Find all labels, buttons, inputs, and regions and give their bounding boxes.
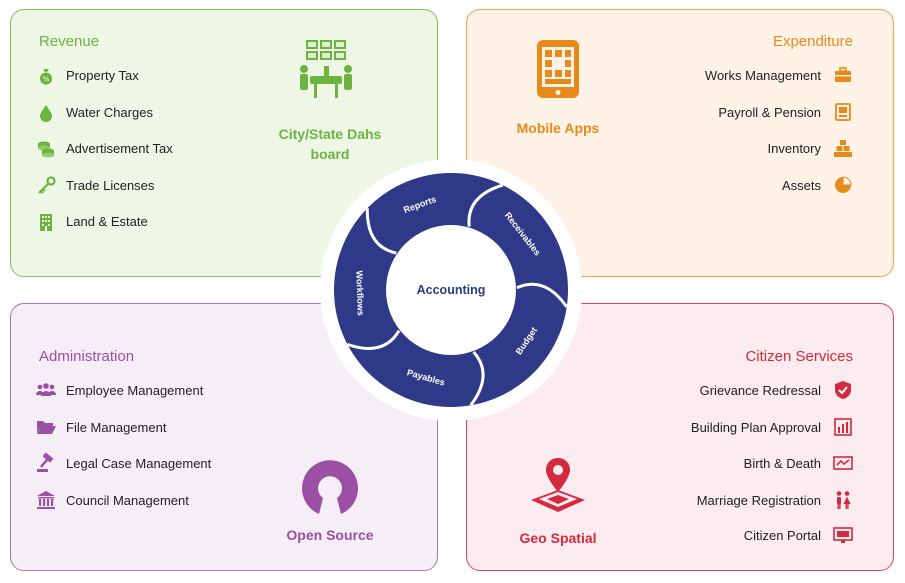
expenditure-item-payroll-pension[interactable]: Payroll & Pension bbox=[718, 105, 821, 120]
administration-item-file-management[interactable]: File Management bbox=[66, 420, 167, 435]
dashboard-meeting-icon bbox=[298, 38, 358, 100]
revenue-item-water-charges[interactable]: Water Charges bbox=[66, 105, 153, 120]
revenue-item-trade-licenses[interactable]: Trade Licenses bbox=[66, 178, 155, 193]
feature-mobile-apps: Mobile Apps bbox=[516, 120, 600, 136]
citizen-services-title: Citizen Services bbox=[745, 348, 853, 365]
wheel-separator bbox=[365, 208, 397, 255]
expenditure-item-works-management[interactable]: Works Management bbox=[704, 68, 821, 83]
wheel-center-disc bbox=[386, 225, 516, 355]
administration-title: Administration bbox=[39, 348, 135, 365]
water-drop-icon bbox=[36, 103, 56, 123]
expenditure-title: Expenditure bbox=[772, 33, 853, 50]
feature-city-dashboard-line1: City/State Dahs bbox=[278, 126, 382, 142]
feature-city-dashboard-line2: board bbox=[310, 146, 350, 162]
gavel-icon bbox=[36, 453, 56, 473]
citizen-item-citizen-portal[interactable]: Citizen Portal bbox=[743, 528, 821, 543]
couple-icon bbox=[833, 490, 853, 510]
citizen-item-grievance-redressal[interactable]: Grievance Redressal bbox=[699, 383, 821, 398]
citizen-item-birth-death[interactable]: Birth & Death bbox=[743, 456, 821, 471]
portal-monitor-icon bbox=[833, 525, 853, 545]
revenue-title: Revenue bbox=[39, 33, 100, 50]
certificate-icon bbox=[833, 453, 853, 473]
building-plan-icon bbox=[833, 417, 853, 437]
citizen-item-marriage-registration[interactable]: Marriage Registration bbox=[696, 493, 821, 508]
feature-open-source: Open Source bbox=[286, 527, 374, 543]
wheel-segment-label-workflows[interactable]: Workflows bbox=[354, 270, 366, 316]
pie-chart-icon bbox=[833, 175, 853, 195]
coins-icon bbox=[36, 139, 56, 159]
wheel-separator bbox=[516, 282, 569, 308]
wheel-separator bbox=[469, 351, 485, 407]
administration-item-legal-case-management[interactable]: Legal Case Management bbox=[66, 456, 212, 471]
wheel-separator bbox=[346, 329, 401, 350]
wheel-separator bbox=[467, 183, 504, 227]
revenue-item-advertisement-tax[interactable]: Advertisement Tax bbox=[66, 141, 173, 156]
expenditure-item-inventory[interactable]: Inventory bbox=[767, 141, 821, 156]
open-source-logo-icon bbox=[301, 458, 359, 518]
payroll-icon bbox=[833, 102, 853, 122]
wheel-center-label: Accounting bbox=[417, 283, 486, 297]
stacked-boxes-icon bbox=[833, 138, 853, 158]
svg-text:%: % bbox=[43, 76, 50, 84]
key-icon bbox=[36, 176, 56, 196]
revenue-item-property-tax[interactable]: Property Tax bbox=[66, 68, 139, 83]
expenditure-item-assets[interactable]: Assets bbox=[781, 178, 821, 193]
geo-map-pin-icon bbox=[527, 456, 589, 518]
folder-open-icon bbox=[36, 417, 56, 437]
building-icon bbox=[36, 212, 56, 232]
feature-city-dashboard: City/State Dahs board bbox=[260, 124, 400, 164]
administration-item-employee-management[interactable]: Employee Management bbox=[66, 383, 204, 398]
people-group-icon bbox=[36, 380, 56, 400]
tablet-gallery-icon bbox=[535, 38, 581, 100]
shield-check-icon bbox=[833, 380, 853, 400]
money-bag-icon: % bbox=[36, 66, 56, 86]
briefcase-icon bbox=[833, 65, 853, 85]
citizen-item-building-plan-approval[interactable]: Building Plan Approval bbox=[690, 420, 821, 435]
feature-geo-spatial: Geo Spatial bbox=[519, 530, 597, 546]
administration-item-council-management[interactable]: Council Management bbox=[66, 493, 189, 508]
government-building-icon bbox=[36, 490, 56, 510]
revenue-item-land-estate[interactable]: Land & Estate bbox=[66, 214, 148, 229]
